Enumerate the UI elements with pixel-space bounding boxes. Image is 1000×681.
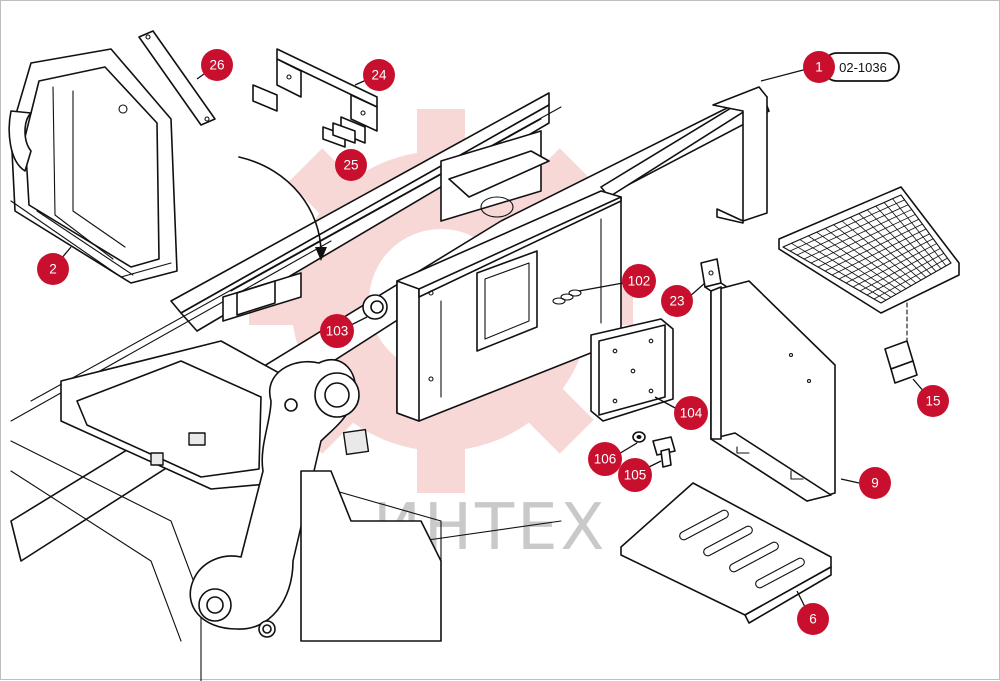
part-24-bracket bbox=[252, 48, 378, 144]
callout-1-label: 1 bbox=[815, 60, 823, 75]
grating-panel bbox=[778, 186, 960, 314]
callout-6-label: 6 bbox=[809, 612, 817, 627]
part-2-radiator-housing bbox=[8, 48, 178, 284]
callout-6: 6 bbox=[797, 603, 829, 635]
callout-9: 9 bbox=[859, 467, 891, 499]
mesh-line bbox=[850, 216, 922, 281]
callout-104-label: 104 bbox=[680, 406, 703, 421]
part-15-clip bbox=[884, 302, 918, 384]
callout-106-label: 106 bbox=[594, 452, 617, 467]
drawing-number: 02-1036 bbox=[839, 60, 887, 75]
callout-9-label: 9 bbox=[871, 476, 879, 491]
callout-104: 104 bbox=[674, 396, 708, 430]
mesh-line bbox=[867, 209, 932, 275]
callout-2: 2 bbox=[37, 253, 69, 285]
callout-103: 103 bbox=[320, 314, 354, 348]
part-26-strap bbox=[138, 30, 216, 126]
mesh-line bbox=[859, 248, 941, 292]
mesh-line bbox=[883, 202, 942, 269]
mesh-line bbox=[838, 233, 930, 280]
callout-26-label: 26 bbox=[209, 58, 224, 73]
part-25-clip bbox=[322, 122, 356, 148]
part-104-cover-plate bbox=[590, 318, 674, 422]
callout-15-label: 15 bbox=[925, 394, 940, 409]
lift-arm bbox=[189, 358, 442, 642]
callout-23: 23 bbox=[661, 285, 693, 317]
mesh-line bbox=[866, 252, 945, 296]
callout-25: 25 bbox=[335, 149, 367, 181]
mesh-line bbox=[845, 238, 934, 284]
part-9-side-plate bbox=[710, 280, 836, 502]
callout-23-label: 23 bbox=[669, 294, 684, 309]
callout-103-label: 103 bbox=[326, 324, 349, 339]
callout-105-label: 105 bbox=[624, 468, 647, 483]
drawing-number-pill: 02-1036 bbox=[822, 52, 900, 82]
part-6-floor-plate bbox=[620, 482, 832, 624]
mesh-line bbox=[873, 257, 948, 300]
part-102-chain bbox=[552, 289, 582, 305]
callout-1: 1 bbox=[803, 51, 835, 83]
callout-24-label: 24 bbox=[371, 68, 387, 83]
callout-106: 106 bbox=[588, 442, 622, 476]
mesh-line bbox=[875, 205, 937, 272]
mesh-line bbox=[831, 228, 927, 276]
callout-105: 105 bbox=[618, 458, 652, 492]
part-106-washer bbox=[632, 431, 646, 443]
arrow-head bbox=[315, 247, 327, 261]
callout-102-label: 102 bbox=[628, 274, 651, 289]
callout-102: 102 bbox=[622, 264, 656, 298]
callout-24: 24 bbox=[363, 59, 395, 91]
mesh-line bbox=[892, 198, 947, 267]
mesh-line bbox=[858, 213, 927, 278]
install-direction-arrow bbox=[238, 156, 322, 254]
callout-15: 15 bbox=[917, 385, 949, 417]
part-103-grommet bbox=[362, 294, 388, 320]
part-105-bolt bbox=[652, 436, 676, 468]
part-1-access-frame bbox=[396, 190, 622, 422]
callout-2-label: 2 bbox=[49, 262, 57, 277]
callout-25-label: 25 bbox=[343, 158, 358, 173]
callout-26: 26 bbox=[201, 49, 233, 81]
mesh-line bbox=[852, 243, 937, 288]
